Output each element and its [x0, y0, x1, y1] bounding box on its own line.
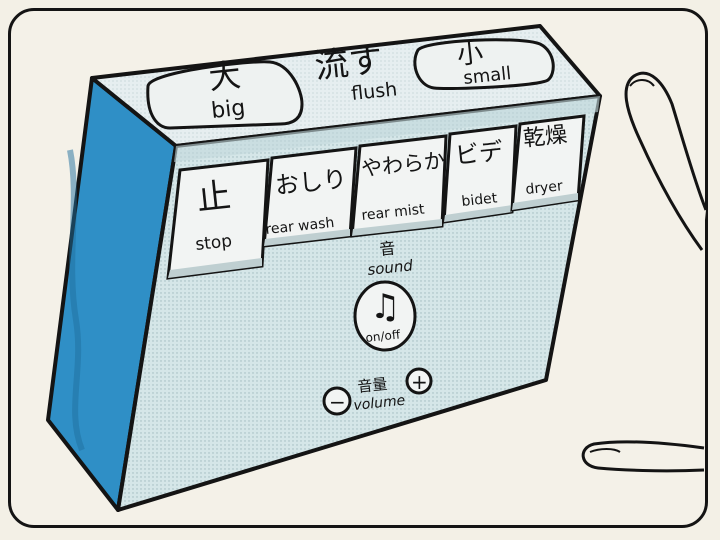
- rear-mist-en: rear mist: [361, 201, 426, 224]
- music-note-icon: ♫: [370, 287, 400, 327]
- stop-en: stop: [194, 231, 233, 255]
- stop-button[interactable]: 止 stop: [166, 158, 270, 280]
- sound-toggle-label: on/off: [365, 327, 402, 345]
- bidet-en: bidet: [461, 190, 499, 210]
- sound-jp: 音: [378, 238, 396, 259]
- sound-toggle-button[interactable]: ♫ on/off: [353, 280, 417, 352]
- flush-title-jp: 流す: [313, 40, 385, 87]
- rear-wash-en: rear wash: [265, 215, 335, 238]
- flush-title-en: flush: [350, 78, 398, 105]
- sound-en: sound: [367, 256, 415, 279]
- volume-plus-button[interactable]: +: [405, 367, 433, 395]
- minus-icon: −: [329, 390, 346, 414]
- flush-small-jp: 小: [456, 38, 485, 71]
- hand-fingers: [581, 71, 708, 473]
- flush-small-button[interactable]: 小 small: [413, 38, 555, 91]
- bidet-jp: ビデ: [454, 137, 505, 170]
- function-button-row: 止 stop おしり rear wash やわらか rear mist ビデ b…: [166, 114, 586, 280]
- dryer-en: dryer: [525, 178, 564, 198]
- dryer-jp: 乾燥: [522, 123, 568, 152]
- flush-big-en: big: [210, 96, 246, 124]
- flush-big-button[interactable]: 大 big: [146, 56, 304, 130]
- volume-en: volume: [353, 393, 406, 414]
- volume-minus-button[interactable]: −: [322, 386, 352, 416]
- volume-jp: 音量: [357, 375, 389, 396]
- flush-small-en: small: [462, 63, 512, 89]
- plus-icon: +: [411, 370, 428, 394]
- stop-jp: 止: [195, 176, 233, 219]
- dryer-button[interactable]: 乾燥 dryer: [510, 114, 586, 212]
- flush-big-jp: 大: [207, 56, 243, 97]
- rear-mist-button[interactable]: やわらか rear mist: [350, 134, 448, 238]
- bidet-button[interactable]: ビデ bidet: [442, 124, 518, 224]
- rear-wash-button[interactable]: おしり rear wash: [262, 146, 358, 248]
